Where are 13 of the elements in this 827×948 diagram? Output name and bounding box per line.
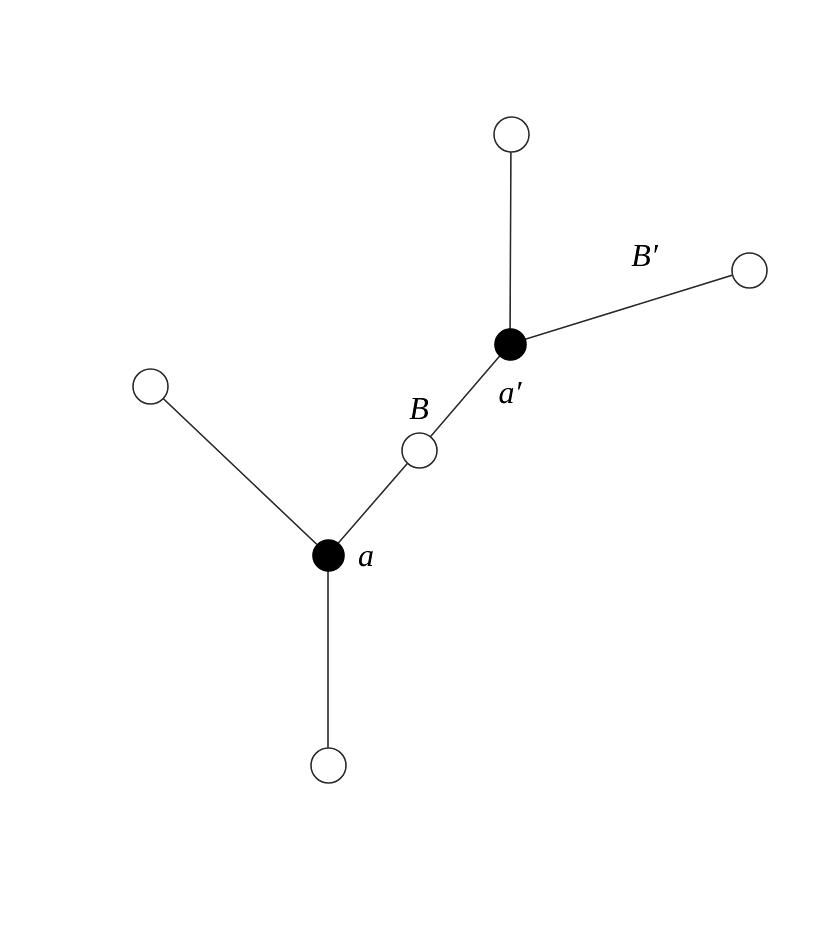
edge-line [162,397,318,545]
edge-line [524,274,733,340]
filled-vertex-dot [312,538,344,572]
hollow-vertex-circle [400,432,438,468]
edge-line [327,570,329,748]
edge-line [509,152,512,328]
edge-line [338,462,408,544]
hollow-vertex-circle [310,746,346,784]
hollow-vertex-circle [730,252,768,288]
filled-vertex-dot [494,328,526,360]
hollow-vertex-circle [132,368,168,404]
hollow-vertex-circle [492,116,530,152]
edge-line [430,355,501,438]
